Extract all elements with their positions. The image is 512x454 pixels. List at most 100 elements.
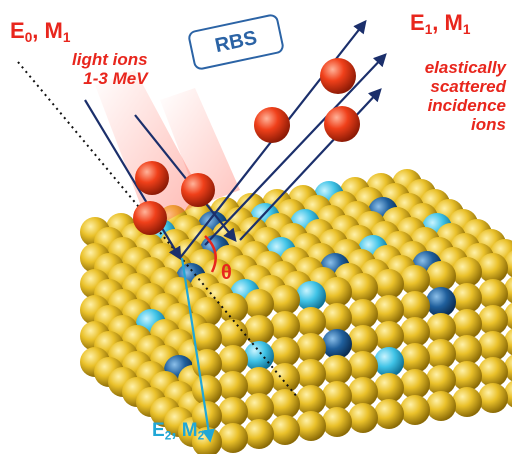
recoil-mass-subscript: 2 [197, 429, 205, 443]
gold-atom [296, 385, 326, 415]
incident-desc-line1: light ions [72, 50, 148, 69]
incident-mass-subscript: 1 [62, 30, 71, 46]
gold-atom [296, 411, 326, 441]
scattered-desc-line3: incidence [427, 96, 506, 115]
recoil-energy-subscript: 2 [164, 429, 172, 443]
gold-atom [400, 369, 430, 399]
scattered-mass-symbol: M [444, 10, 463, 35]
gold-atom [452, 361, 482, 391]
gold-atom [322, 407, 352, 437]
recoil-energy-mass-label: E2, M2 [152, 420, 205, 443]
gold-atom [478, 331, 508, 361]
gold-atom [322, 381, 352, 411]
light-blue-atom [296, 281, 326, 311]
gold-atom [296, 307, 326, 337]
gold-atom [452, 309, 482, 339]
scattered-description: elastically scattered incidence ions [425, 58, 506, 134]
gold-atom [374, 373, 404, 403]
gold-atom [374, 295, 404, 325]
gold-atom [426, 391, 456, 421]
gold-atom [400, 291, 430, 321]
incident-trajectories [84, 99, 237, 261]
gold-atom [322, 277, 352, 307]
gold-atom [348, 377, 378, 407]
gold-atom [452, 335, 482, 365]
gold-atom [426, 365, 456, 395]
gold-atom [400, 265, 430, 295]
scattered-ions [254, 58, 360, 143]
gold-atom [296, 333, 326, 363]
gold-atom [374, 269, 404, 299]
incident-desc-line2: 1-3 MeV [83, 69, 148, 88]
gold-atom [296, 359, 326, 389]
gold-atom [322, 355, 352, 385]
gold-atom [400, 395, 430, 425]
incident-ion [135, 161, 169, 195]
gold-atom [478, 305, 508, 335]
incident-energy-subscript: 0 [24, 30, 33, 46]
incident-description: light ions 1-3 MeV [72, 50, 148, 88]
gold-atom [452, 257, 482, 287]
scattered-ion [320, 58, 356, 94]
scattered-ion [324, 106, 360, 142]
gold-atom [452, 283, 482, 313]
scattering-angle-arc [204, 235, 217, 273]
gold-atom [322, 303, 352, 333]
gold-atom [374, 399, 404, 429]
gold-atom [374, 321, 404, 351]
gold-atom [218, 293, 248, 323]
rbs-label: RBS [212, 26, 259, 57]
scattered-desc-line2: scattered [430, 77, 506, 96]
gold-atom [452, 387, 482, 417]
scattered-energy-mass-label: E1, M1 [410, 10, 471, 38]
gold-atom [426, 313, 456, 343]
incident-beam-glow [95, 70, 240, 230]
gold-atom [244, 367, 274, 397]
gold-atom [192, 323, 222, 353]
gold-atom [478, 253, 508, 283]
recoil-mass-symbol: M [181, 420, 198, 441]
gold-atom [478, 279, 508, 309]
gold-atom [270, 311, 300, 341]
scattered-energy-subscript: 1 [424, 22, 433, 38]
gold-atom [400, 343, 430, 373]
sample-crystal [80, 169, 512, 454]
gold-atom [218, 423, 248, 453]
gold-atom [348, 273, 378, 303]
scattered-desc-line4: ions [471, 115, 506, 134]
gold-atom [400, 317, 430, 347]
gold-atom [348, 325, 378, 355]
gold-atom [218, 371, 248, 401]
gold-atom [270, 415, 300, 445]
recoil-trajectory [180, 257, 215, 443]
gold-atom [478, 383, 508, 413]
light-blue-atom [374, 347, 404, 377]
angle-theta-label: θ [221, 262, 232, 284]
gold-atom [348, 299, 378, 329]
gold-atom [426, 339, 456, 369]
gold-atom [218, 397, 248, 427]
incident-mass-symbol: M [44, 18, 63, 43]
incident-energy-mass-label: E0, M1 [10, 18, 71, 46]
incident-energy-symbol: E [10, 18, 25, 43]
gold-atom [270, 337, 300, 367]
dark-blue-atom [426, 287, 456, 317]
incident-ion [181, 173, 215, 207]
incident-ion [133, 201, 167, 235]
gold-atom [244, 289, 274, 319]
gold-atom [348, 351, 378, 381]
gold-atom [192, 375, 222, 405]
light-blue-atom [244, 341, 274, 371]
gold-atom [270, 389, 300, 419]
scattered-energy-symbol: E [410, 10, 425, 35]
scattered-ion [254, 107, 290, 143]
dark-blue-atom [322, 329, 352, 359]
gold-atom [244, 393, 274, 423]
gold-atom [348, 403, 378, 433]
gold-atom [244, 419, 274, 449]
gold-atom [218, 319, 248, 349]
gold-atom [478, 357, 508, 387]
gold-atom [244, 315, 274, 345]
